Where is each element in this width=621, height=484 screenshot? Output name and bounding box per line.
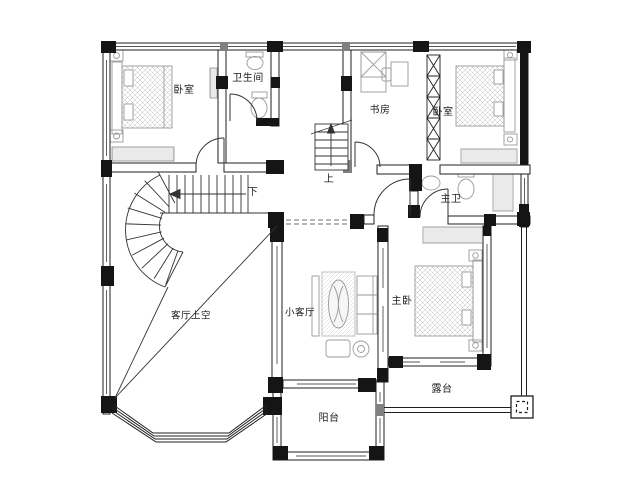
terrace-corner-column bbox=[510, 395, 534, 419]
sink-icon-bathroom bbox=[245, 51, 264, 70]
room-label-balcony: 阳台 bbox=[318, 413, 340, 424]
sink-icon-master-bathroom bbox=[421, 175, 441, 191]
hall-opening-dashed bbox=[286, 219, 350, 225]
toilet-icon-bathroom bbox=[250, 91, 268, 119]
interior-windows bbox=[276, 244, 488, 457]
room-label-bedroom-top-right: 卧室 bbox=[432, 107, 454, 118]
main-staircase bbox=[125, 171, 268, 288]
stair-down-label: 下 bbox=[247, 187, 259, 198]
bay-window bbox=[111, 403, 269, 443]
room-label-master-bedroom: 主卧 bbox=[391, 296, 413, 307]
exterior-windows bbox=[106, 46, 525, 394]
door-master-bedroom bbox=[373, 178, 411, 216]
door-master-bathroom bbox=[419, 188, 449, 218]
cabinet-icon-study bbox=[360, 51, 387, 93]
columns bbox=[101, 41, 531, 460]
tv-cabinet-icon bbox=[311, 275, 320, 337]
lattice-partition bbox=[426, 54, 441, 161]
stair-up-arrow bbox=[326, 122, 336, 166]
armchair-icon-living bbox=[325, 339, 351, 358]
room-label-bathroom: 卫生间 bbox=[232, 73, 264, 84]
door-bedroom-top-left bbox=[195, 137, 225, 167]
wardrobe-icon-master-bedroom bbox=[422, 226, 486, 244]
room-label-study: 书房 bbox=[369, 105, 391, 116]
rug-icon-living bbox=[321, 271, 356, 337]
closet-icon-bedroom-top-left bbox=[111, 146, 175, 162]
room-label-small-living-room: 小客厅 bbox=[284, 307, 316, 319]
bed-icon-bedroom-top-right bbox=[455, 49, 518, 146]
stair-down-arrow bbox=[168, 188, 246, 200]
desk-icon-study bbox=[381, 61, 409, 87]
bed-icon-master-bedroom bbox=[414, 249, 483, 352]
dresser-icon-bedroom-top-right bbox=[460, 148, 518, 164]
bed-icon-bedroom-top-left bbox=[109, 49, 173, 143]
right-wall-solid bbox=[520, 48, 528, 174]
room-label-master-bathroom: 主卫 bbox=[440, 194, 462, 205]
terrace-railing bbox=[384, 227, 527, 413]
room-label-living-room-void: 客厅上空 bbox=[170, 310, 212, 322]
sofa-icon-living bbox=[356, 275, 378, 335]
room-label-terrace: 露台 bbox=[431, 384, 453, 395]
door-bathroom bbox=[229, 93, 258, 122]
void-diagonals bbox=[114, 225, 278, 399]
upper-staircase bbox=[310, 119, 353, 171]
side-table-icon-living bbox=[352, 340, 370, 358]
stair-up-label: 上 bbox=[323, 174, 335, 185]
shelf-icon-bedroom-top-left bbox=[209, 67, 218, 99]
door-hall-study bbox=[354, 141, 381, 168]
doors bbox=[195, 93, 449, 218]
room-label-bedroom-top-left: 卧室 bbox=[173, 85, 195, 96]
